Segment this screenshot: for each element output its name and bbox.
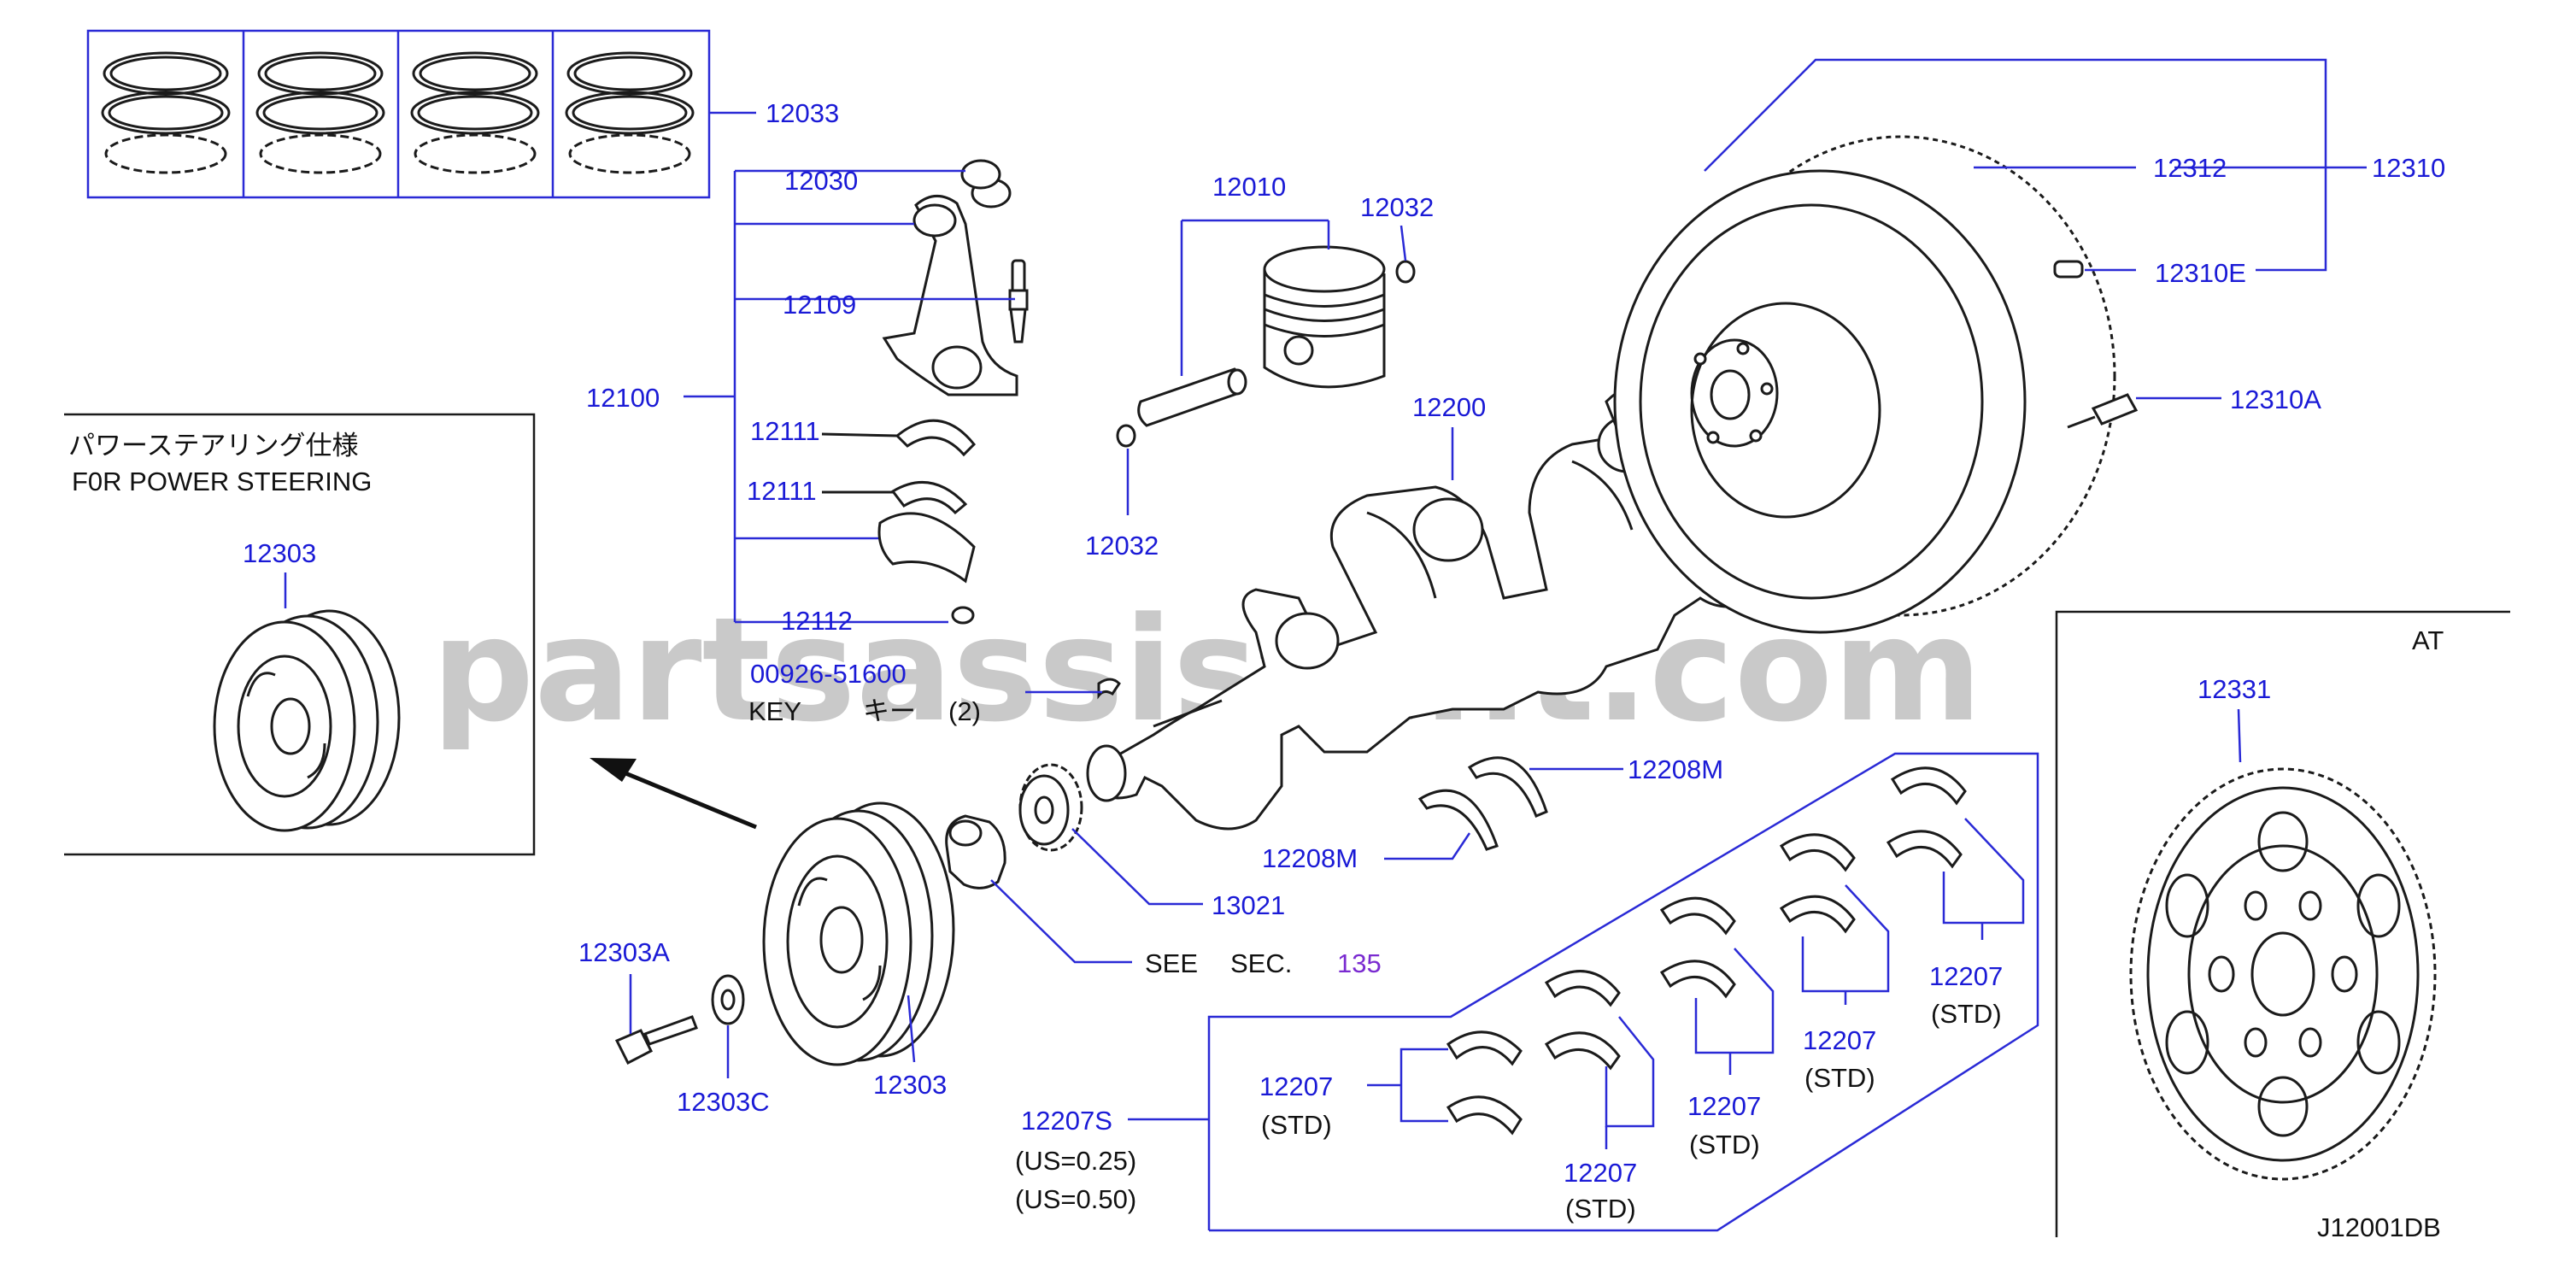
drive-plate[interactable] — [2129, 767, 2437, 1181]
thrust-washer-upper[interactable] — [1467, 756, 1548, 818]
flywheel-dowel[interactable] — [2053, 260, 2084, 279]
b3-std: (STD) — [1689, 1130, 1760, 1159]
thrust-washer-lower[interactable] — [1417, 789, 1499, 851]
b3-label[interactable]: 12207 — [1687, 1091, 1761, 1121]
snap-ring-lower[interactable] — [1116, 424, 1136, 448]
sec-text: SEC. — [1230, 948, 1292, 978]
main-bearing-pair-2[interactable] — [1544, 970, 1621, 1071]
piston[interactable] — [1263, 245, 1386, 389]
connecting-rod-bushing[interactable] — [960, 159, 1012, 208]
bracket-12100 — [684, 169, 1015, 624]
diagram-id: J12001DB — [2317, 1212, 2441, 1242]
main-bearing-pair-5[interactable] — [1886, 766, 1967, 869]
inset-jp-title: パワーステアリング仕様 — [68, 431, 358, 461]
label-12208m-lower[interactable]: 12208M — [1262, 843, 1358, 873]
label-12310e[interactable]: 12310E — [2155, 258, 2246, 288]
label-12112[interactable]: 12112 — [781, 606, 853, 636]
key-jp-label: キー — [863, 696, 916, 726]
b5-label[interactable]: 12207 — [1929, 961, 2003, 991]
rod-bearing-lower[interactable] — [822, 480, 976, 584]
b4-label[interactable]: 12207 — [1803, 1025, 1876, 1055]
arrow-to-inset — [590, 758, 757, 830]
label-12208m-upper[interactable]: 12208M — [1628, 754, 1723, 784]
inset-at-title: AT — [2412, 625, 2444, 655]
label-12100[interactable]: 12100 — [586, 383, 660, 413]
b1-std: (STD) — [1261, 1110, 1332, 1140]
label-12303c[interactable]: 12303C — [677, 1087, 770, 1117]
label-12033[interactable]: 12033 — [766, 98, 839, 128]
main-bearing-pair-3[interactable] — [1659, 896, 1736, 999]
us-050: (US=0.50) — [1015, 1184, 1136, 1214]
b4-std: (STD) — [1804, 1063, 1875, 1093]
flywheel-bolt[interactable] — [2067, 393, 2139, 429]
key-qty: (2) — [948, 696, 981, 726]
label-12200[interactable]: 12200 — [1412, 392, 1486, 422]
section-ref-135[interactable]: 135 — [1337, 948, 1382, 978]
label-12010[interactable]: 12010 — [1212, 172, 1286, 202]
snap-ring-upper[interactable] — [1395, 260, 1416, 284]
label-12303[interactable]: 12303 — [873, 1070, 947, 1100]
label-12111-upper[interactable]: 12111 — [750, 416, 820, 446]
b5-std: (STD) — [1931, 999, 2002, 1029]
b1-label[interactable]: 12207 — [1259, 1071, 1333, 1101]
label-12310[interactable]: 12310 — [2372, 153, 2445, 183]
label-12303a[interactable]: 12303A — [578, 937, 670, 967]
crank-sprocket[interactable] — [1018, 763, 1083, 852]
inset-at-frame — [2055, 610, 2510, 1237]
connecting-rod-bolt[interactable] — [1008, 259, 1029, 343]
label-12109[interactable]: 12109 — [783, 290, 856, 320]
pulley-washer[interactable] — [711, 974, 745, 1025]
piston-pin[interactable] — [1137, 367, 1247, 427]
label-00926-51600[interactable]: 00926-51600 — [750, 659, 907, 689]
inset-power-steering-frame — [64, 413, 536, 856]
label-12207s[interactable]: 12207S — [1021, 1106, 1112, 1136]
piston-ring-sets[interactable] — [86, 29, 711, 199]
see-text: SEE — [1145, 948, 1198, 978]
inset-label-12331[interactable]: 12331 — [2198, 674, 2271, 704]
us-025: (US=0.25) — [1015, 1146, 1136, 1176]
main-bearing-bracket — [1207, 752, 2039, 1232]
main-bearing-pair-1[interactable] — [1446, 1030, 1523, 1136]
label-12032-lower[interactable]: 12032 — [1085, 531, 1159, 561]
flywheel[interactable] — [1613, 135, 2116, 634]
inset-label-12303[interactable]: 12303 — [243, 538, 316, 568]
inset-crank-pulley[interactable] — [213, 609, 401, 832]
b2-std: (STD) — [1565, 1194, 1636, 1224]
b2-label[interactable]: 12207 — [1564, 1158, 1637, 1188]
rod-bearing-upper[interactable] — [821, 419, 977, 457]
crankshaft-key[interactable] — [1097, 678, 1121, 700]
main-bearing-pair-4[interactable] — [1779, 833, 1856, 934]
key-label: KEY — [748, 696, 801, 726]
bracket-12310 — [1704, 58, 2367, 400]
label-13021[interactable]: 13021 — [1212, 890, 1285, 920]
label-12312[interactable]: 12312 — [2153, 153, 2227, 183]
connecting-rod[interactable] — [882, 195, 1018, 396]
label-12030[interactable]: 12030 — [784, 166, 858, 196]
inset-en-title: F0R POWER STEERING — [72, 467, 372, 496]
label-12111-lower[interactable]: 12111 — [747, 476, 817, 506]
label-12310a[interactable]: 12310A — [2230, 385, 2321, 414]
pulley-bolt[interactable] — [614, 1015, 698, 1065]
label-12032-upper[interactable]: 12032 — [1360, 192, 1434, 222]
crank-spacer[interactable] — [945, 814, 1006, 889]
crank-pulley[interactable] — [762, 801, 955, 1066]
rod-nut[interactable] — [951, 606, 975, 625]
